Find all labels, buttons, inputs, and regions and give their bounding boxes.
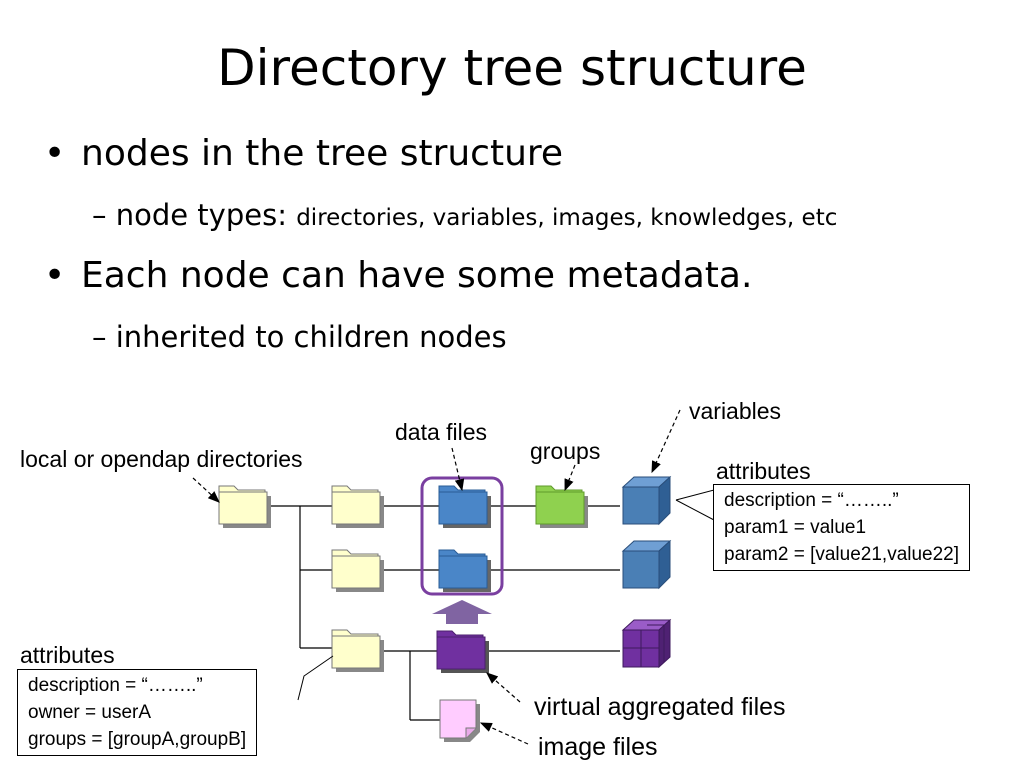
label-local-directories: local or opendap directories	[20, 446, 303, 472]
bullet-marker: •	[44, 133, 66, 174]
virtual-variable-cube	[621, 618, 672, 669]
variable-cube	[621, 475, 672, 526]
aggregation-arrow	[432, 600, 492, 624]
variable-cube	[621, 539, 672, 590]
sub-bullet-lead: node types:	[115, 198, 297, 232]
attribute-line: description = “……..”	[724, 490, 899, 511]
bullet-text: nodes in the tree structure	[81, 133, 564, 174]
label-variables: variables	[689, 398, 782, 424]
directory-folder	[331, 629, 384, 672]
label-data-files: data files	[395, 419, 488, 445]
sub-bullet-item: – inherited to children nodes	[92, 319, 507, 355]
virtual-file-folder	[436, 630, 489, 673]
directory-folder	[331, 549, 384, 592]
attribute-line: param2 = [value21,value22]	[724, 544, 960, 565]
directory-folder-root	[218, 485, 271, 528]
data-file-folder	[438, 549, 491, 592]
directory-attributes-box: description = “……..” owner = userA group…	[17, 669, 258, 756]
pointer-arrows	[192, 409, 681, 745]
image-file-icon	[439, 699, 480, 742]
attribute-line: groups = [groupA,groupB]	[28, 729, 247, 750]
label-attributes-top: attributes	[716, 458, 811, 484]
sub-bullet-lead: inherited to children nodes	[115, 320, 507, 354]
sub-bullet-item: – node types: directories, variables, im…	[92, 197, 837, 236]
sub-bullet-detail: directories, variables, images, knowledg…	[296, 205, 838, 231]
group-folder	[535, 485, 588, 528]
label-image-files: image files	[538, 733, 658, 761]
label-attributes-bottom: attributes	[20, 642, 115, 668]
bullet-text: Each node can have some metadata.	[81, 255, 753, 296]
variable-attributes-box: description = “……..” param1 = value1 par…	[713, 484, 971, 571]
attribute-line: param1 = value1	[724, 517, 867, 538]
sub-bullet-marker: –	[92, 198, 107, 232]
directory-folder	[331, 485, 384, 528]
attribute-line: owner = userA	[28, 702, 152, 723]
label-virtual-files: virtual aggregated files	[534, 693, 786, 721]
slide-title: Directory tree structure	[217, 39, 807, 97]
data-files-highlight	[420, 476, 504, 596]
label-groups: groups	[530, 438, 601, 464]
data-file-folder	[438, 485, 491, 528]
sub-bullet-marker: –	[92, 320, 107, 354]
attribute-line: description = “……..”	[28, 675, 203, 696]
bullet-marker: •	[44, 255, 66, 296]
